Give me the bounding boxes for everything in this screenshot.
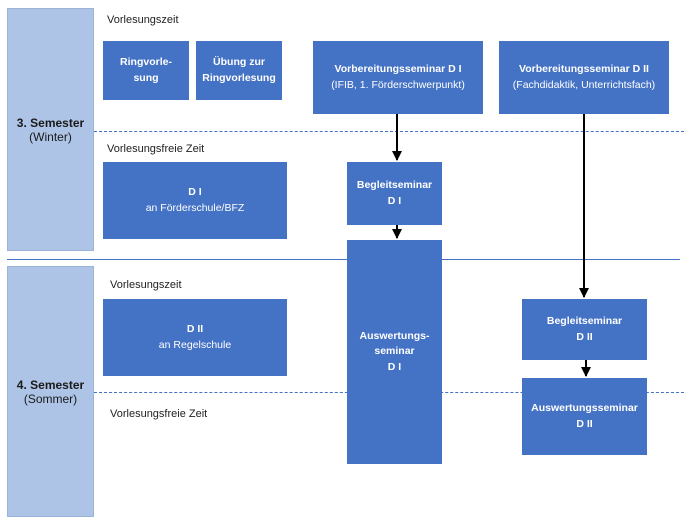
box-begleit-d2: Begleitseminar D II [522, 299, 647, 360]
box-begleit-d1-title: Begleitseminar [356, 179, 433, 192]
box-auswertung-d2-sub: D II [576, 417, 593, 430]
box-begleit-d1: Begleitseminar D I [347, 162, 442, 225]
box-vorbereitung-d2-title: Vorbereitungsseminar D II [519, 63, 649, 76]
label-lecture-time-3: Vorlesungszeit [107, 14, 179, 26]
label-lecture-free-time-3: Vorlesungsfreie Zeit [107, 143, 205, 155]
divider-semester-3-break [94, 131, 684, 132]
semester-3-season: (Winter) [29, 129, 72, 144]
box-praktikum-d2-title: D II [186, 323, 204, 336]
label-lecture-free-time-4: Vorlesungsfreie Zeit [110, 408, 208, 420]
box-uebung-line1: Übung zur [213, 56, 265, 69]
semester-3-bar: 3. Semester (Winter) [7, 8, 94, 251]
box-vorbereitung-d1: Vorbereitungsseminar D I (IFIB, 1. Förde… [313, 41, 483, 114]
box-ringvorlesung: Ringvorle- sung [103, 41, 189, 100]
box-begleit-d2-sub: D II [576, 330, 593, 343]
box-ringvorlesung-line2: sung [133, 71, 159, 84]
box-praktikum-d1-sub: an Förderschule/BFZ [145, 201, 245, 214]
box-uebung-ringvorlesung: Übung zur Ringvorlesung [196, 41, 282, 100]
semester-4-season: (Sommer) [23, 391, 78, 406]
box-uebung-line2: Ringvorlesung [202, 71, 276, 84]
box-begleit-d2-title: Begleitseminar [546, 315, 623, 328]
box-vorbereitung-d1-title: Vorbereitungsseminar D I [334, 63, 462, 76]
label-lecture-time-4: Vorlesungszeit [110, 279, 182, 291]
box-auswertung-d1: Auswertungs- seminar D I [347, 240, 442, 464]
box-vorbereitung-d2: Vorbereitungsseminar D II (Fachdidaktik,… [499, 41, 669, 114]
box-auswertung-d1-line2: seminar [374, 345, 415, 358]
box-ringvorlesung-line1: Ringvorle- [120, 56, 172, 69]
box-praktikum-d2-sub: an Regelschule [158, 338, 232, 351]
box-vorbereitung-d2-sub: (Fachdidaktik, Unterrichtsfach) [512, 78, 656, 91]
box-auswertung-d2: Auswertungsseminar D II [522, 378, 647, 455]
box-auswertung-d1-line1: Auswertungs- [359, 330, 430, 343]
box-auswertung-d1-line3: D I [387, 360, 402, 373]
box-begleit-d1-sub: D I [387, 194, 402, 207]
semester-4-title: 4. Semester [16, 377, 85, 392]
semester-4-bar: 4. Semester (Sommer) [7, 266, 94, 517]
box-praktikum-d2: D II an Regelschule [103, 299, 287, 376]
box-vorbereitung-d1-sub: (IFIB, 1. Förderschwerpunkt) [331, 78, 465, 91]
semester-3-title: 3. Semester [16, 115, 85, 130]
box-praktikum-d1: D I an Förderschule/BFZ [103, 162, 287, 239]
box-praktikum-d1-title: D I [188, 186, 202, 199]
divider-semesters [7, 259, 680, 260]
box-auswertung-d2-title: Auswertungsseminar [531, 402, 638, 415]
